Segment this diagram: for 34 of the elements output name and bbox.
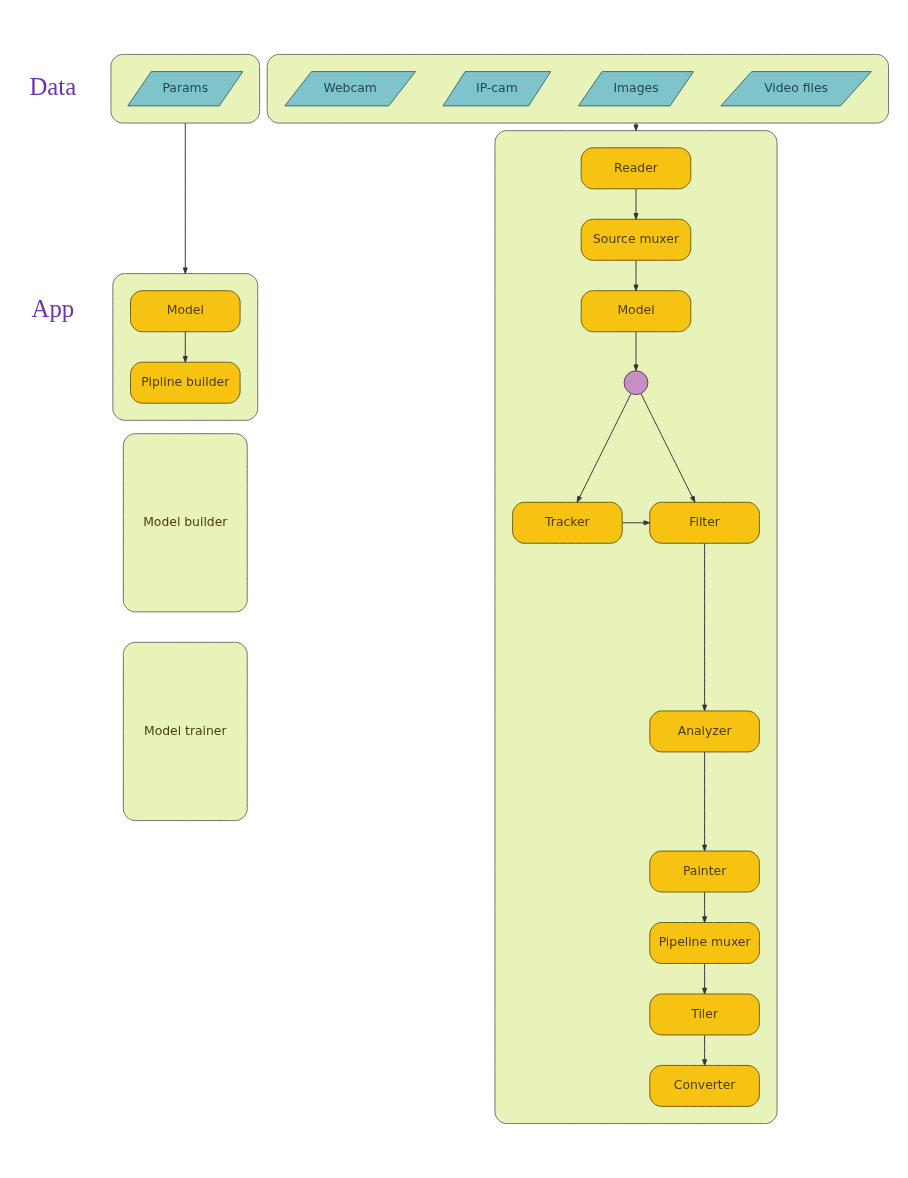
node-box: Converter bbox=[649, 1064, 760, 1107]
cluster bbox=[494, 130, 778, 1125]
arrow bbox=[702, 751, 708, 852]
arrow bbox=[576, 393, 632, 503]
node-box: Pipline builder bbox=[130, 361, 241, 404]
node-box: Model bbox=[580, 290, 692, 333]
node-box: Tiler bbox=[649, 993, 760, 1036]
arrow bbox=[633, 331, 639, 372]
label: App bbox=[31, 295, 75, 323]
node-box: Filter bbox=[649, 501, 760, 544]
cluster bbox=[112, 273, 259, 421]
arrow bbox=[633, 122, 639, 132]
node-box: Model builder bbox=[122, 433, 248, 613]
arrow bbox=[702, 543, 708, 712]
arrow bbox=[702, 1034, 708, 1066]
arrow bbox=[633, 260, 639, 292]
arrow bbox=[621, 520, 651, 526]
arrow bbox=[182, 122, 188, 275]
arrow bbox=[182, 331, 188, 363]
arrow bbox=[633, 188, 639, 220]
arrow bbox=[702, 963, 708, 995]
node-box: Model bbox=[130, 290, 241, 333]
node-box: Tracker bbox=[512, 501, 623, 544]
arrow bbox=[640, 393, 696, 503]
arrow bbox=[702, 891, 708, 923]
cluster bbox=[110, 53, 261, 124]
node-box: Pipeline muxer bbox=[649, 922, 760, 964]
node-box: Source muxer bbox=[580, 218, 692, 261]
node-box: Model trainer bbox=[122, 641, 248, 822]
node-circle bbox=[623, 370, 649, 396]
node-box: Reader bbox=[580, 147, 692, 190]
node-box: Painter bbox=[649, 850, 760, 893]
node-box: Analyzer bbox=[649, 710, 760, 753]
label: Data bbox=[29, 72, 77, 100]
